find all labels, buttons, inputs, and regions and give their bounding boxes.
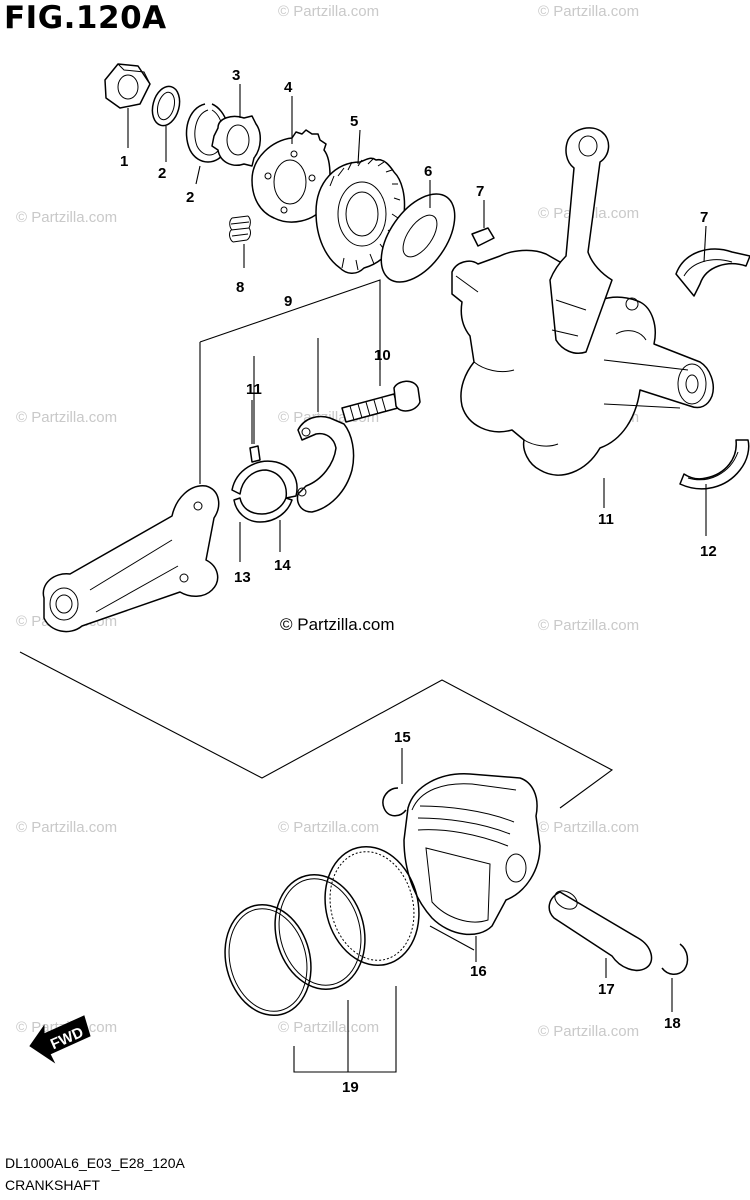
assembly-bracket-line: [429, 925, 475, 951]
piston-icon: [403, 773, 541, 936]
watermark: © Partzilla.com: [538, 1023, 639, 1040]
watermark: © Partzilla.com: [16, 209, 117, 226]
footer: DL1000AL6_E03_E28_120A CRANKSHAFT: [5, 1152, 185, 1196]
dowel-pin-icon: [249, 445, 261, 463]
watermark: © Partzilla.com: [278, 1019, 379, 1036]
lock-washer-icon: [211, 115, 261, 167]
crankshaft-icon: [451, 127, 714, 476]
thrust-washer-icon: [380, 193, 456, 283]
spring-icon: [229, 215, 251, 243]
watermark: © Partzilla.com: [16, 409, 117, 426]
callout-3: 6: [424, 163, 432, 180]
callout-1: 11: [598, 511, 614, 528]
circlip-icon: [661, 943, 689, 975]
piston-pin-icon: [548, 890, 653, 972]
key-icon: [471, 227, 495, 247]
watermark: © Partzilla.com: [278, 3, 379, 20]
watermark: © Partzilla.com: [538, 617, 639, 634]
callout-11: 18: [664, 1015, 681, 1032]
circlip-icon: [382, 787, 407, 817]
callout-12: 5: [350, 113, 358, 130]
callout-2: 12: [700, 543, 717, 560]
callout-19: 7: [476, 183, 484, 200]
diagram-code: DL1000AL6_E03_E28_120A: [5, 1155, 185, 1171]
callout-15: 2: [186, 189, 194, 206]
callout-13: 4: [284, 79, 293, 96]
watermark: © Partzilla.com: [538, 819, 639, 836]
callout-9: 19: [342, 1079, 359, 1096]
crank-bearing-icon: [679, 439, 750, 490]
diagram-caption: CRANKSHAFT: [5, 1177, 100, 1193]
callout-18: 2: [158, 165, 166, 182]
watermark: © Partzilla.com: [538, 3, 639, 20]
piston-ring-set-icon: [224, 845, 420, 1017]
watermark: © Partzilla.com: [278, 819, 379, 836]
leader-lines: [127, 84, 707, 1073]
assembly-bracket-line: [19, 651, 614, 809]
callout-7: 14: [274, 557, 291, 574]
callout-8: 16: [470, 963, 487, 980]
copyright-label: © Partzilla.com: [280, 615, 395, 634]
callout-16: 8: [236, 279, 244, 296]
watermark: © Partzilla.com: [16, 819, 117, 836]
scissors-gear-icon: [251, 129, 331, 223]
callout-5: 10: [374, 347, 391, 364]
connecting-rod-icon: [42, 485, 220, 633]
callout-6: 11: [246, 381, 262, 398]
crank-bearing-icon: [675, 248, 750, 297]
callout-10: 17: [598, 981, 615, 998]
conrod-cap-icon: [296, 415, 355, 513]
callout-2: 7: [700, 209, 708, 226]
conrod-bearing-icon: [231, 460, 298, 523]
conrod-bolt-icon: [341, 380, 421, 423]
callout-labels: 1 2 2 3 4 5 6 7 7 8 9 10 11 11 12 13 14 …: [120, 67, 717, 1096]
washer-icon: [151, 85, 181, 127]
callout-11: 15: [394, 729, 411, 746]
callout-14: 3: [232, 67, 240, 84]
nut-icon: [104, 63, 151, 109]
primary-drive-gear-icon: [315, 157, 406, 274]
callout-17: 1: [120, 153, 128, 170]
callout-7: 13: [234, 569, 251, 586]
figure-title: FIG.120A: [4, 0, 167, 36]
callout-4: 9: [284, 293, 292, 310]
